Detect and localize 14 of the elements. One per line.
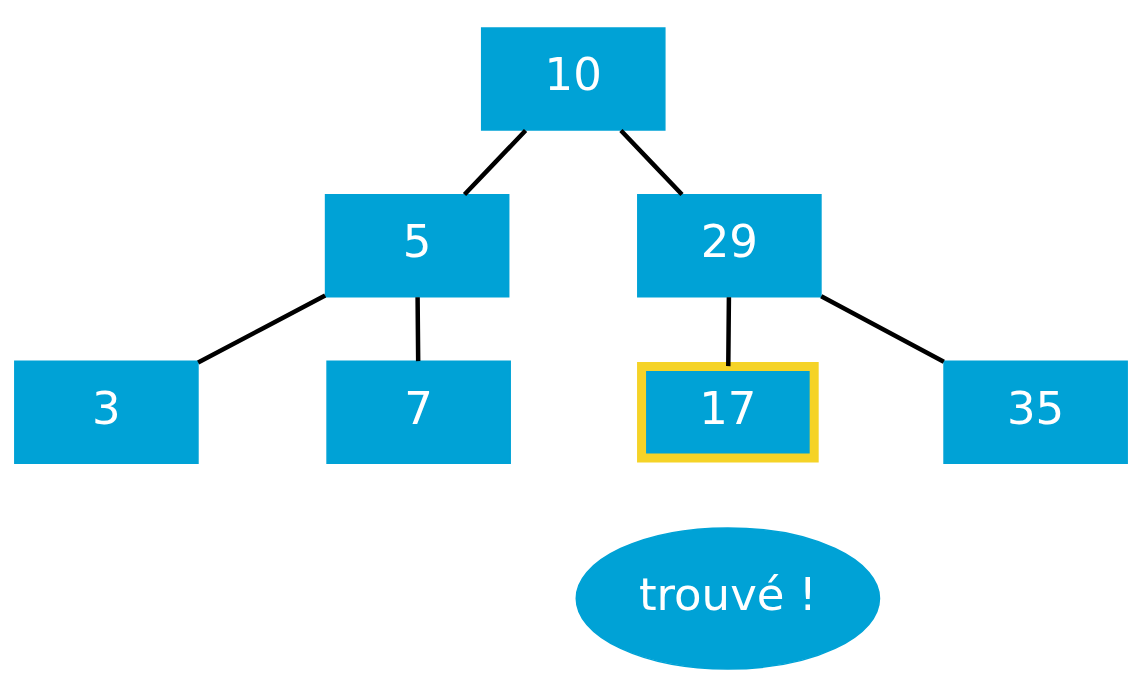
- connector: [820, 294, 945, 364]
- connector: [619, 128, 684, 197]
- connector: [726, 297, 732, 367]
- connector: [415, 297, 421, 362]
- connector: [197, 293, 327, 365]
- node-box: 35: [943, 360, 1128, 465]
- node-box: 3: [14, 360, 199, 465]
- node-box: 17: [637, 362, 819, 463]
- node-box: 29: [637, 193, 822, 298]
- node-box: 5: [324, 193, 510, 298]
- connector: [462, 129, 528, 197]
- node-ellipse: trouvé !: [575, 527, 881, 670]
- node-box: 7: [326, 360, 511, 465]
- node-box: 10: [480, 27, 666, 131]
